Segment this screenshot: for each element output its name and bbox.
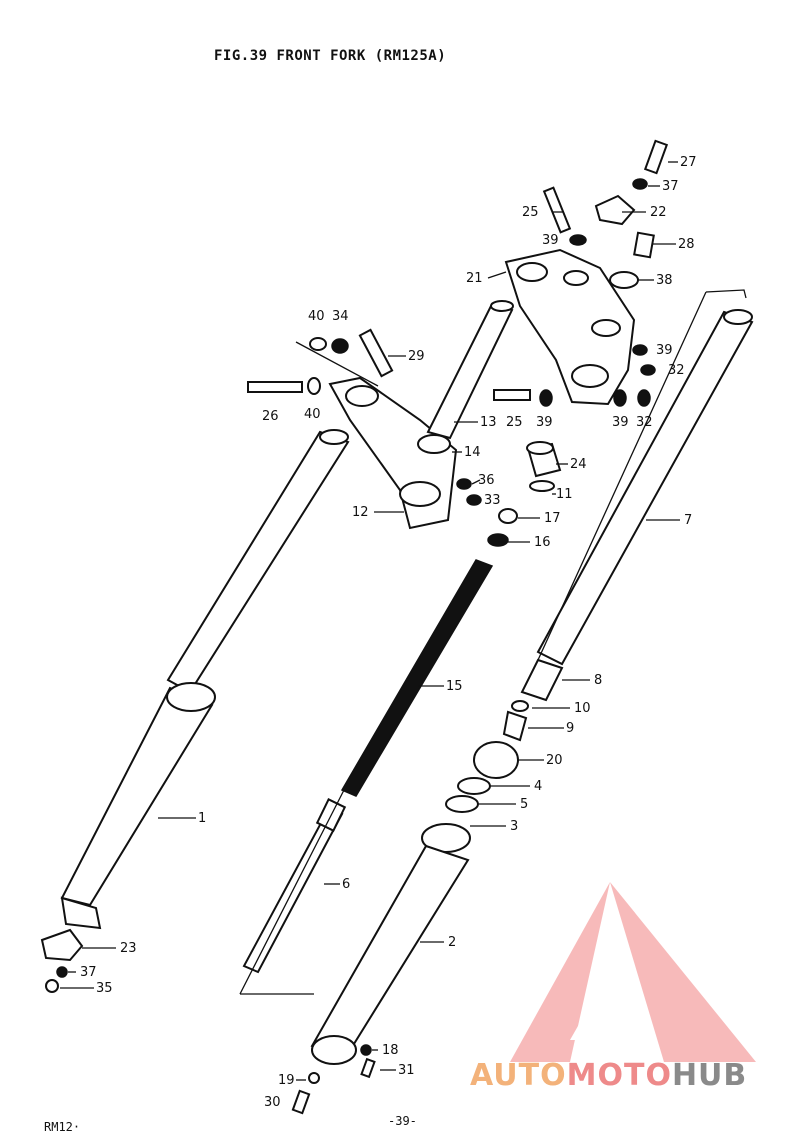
- callout-39-top: 39: [542, 233, 559, 248]
- callout-14: 14: [464, 445, 481, 460]
- page-number: -39-: [388, 1114, 417, 1128]
- spring-spacers: [487, 508, 518, 547]
- callout-33: 33: [484, 493, 501, 508]
- callout-24: 24: [570, 457, 587, 472]
- callout-5: 5: [520, 797, 528, 812]
- callout-15: 15: [446, 679, 463, 694]
- watermark-text: AUTOMOTOHUB: [470, 1058, 747, 1093]
- top-hardware: [493, 139, 669, 407]
- callout-39-lower: 39: [612, 415, 629, 430]
- upper-bracket: [504, 248, 636, 406]
- model-footer: RM12·: [44, 1120, 81, 1134]
- callout-39-right: 39: [656, 343, 673, 358]
- callouts: 1 2 3 4 5 6 7 8 9 10 11 12 13 14 15 16 1…: [80, 155, 697, 1110]
- cap-bolt: [526, 441, 562, 492]
- damper-rod: [242, 798, 347, 974]
- callout-1: 1: [198, 811, 206, 826]
- callout-36: 36: [478, 473, 495, 488]
- callout-25-mid: 25: [506, 415, 523, 430]
- axle-parts: [291, 1044, 376, 1115]
- watermark-auto: AUTO: [470, 1058, 567, 1093]
- callout-10: 10: [574, 701, 591, 716]
- callout-4: 4: [534, 779, 542, 794]
- left-top-hardware: [247, 328, 482, 506]
- right-fork-tube: [536, 289, 754, 666]
- steering-stem: [426, 300, 514, 440]
- callout-40-bottom: 40: [304, 407, 321, 422]
- left-fork-tube: [60, 429, 350, 930]
- callout-38: 38: [656, 273, 673, 288]
- callout-19: 19: [278, 1073, 295, 1088]
- callout-8: 8: [594, 673, 602, 688]
- callout-28: 28: [678, 237, 695, 252]
- watermark-hub: HUB: [671, 1058, 748, 1093]
- callout-32-lower: 32: [636, 415, 653, 430]
- callout-16: 16: [534, 535, 551, 550]
- callout-11: 11: [556, 487, 573, 502]
- watermark-logo: [510, 882, 756, 1062]
- callout-7: 7: [684, 513, 692, 528]
- lower-bracket: [328, 376, 458, 530]
- callout-18: 18: [382, 1043, 399, 1058]
- callout-31: 31: [398, 1063, 415, 1078]
- callout-27: 27: [680, 155, 697, 170]
- callout-6: 6: [342, 877, 350, 892]
- callout-26: 26: [262, 409, 279, 424]
- callout-32-right: 32: [668, 363, 685, 378]
- figure-title: FIG.39 FRONT FORK (RM125A): [214, 48, 447, 64]
- watermark-moto: MOTO: [566, 1058, 672, 1093]
- callout-30: 30: [264, 1095, 281, 1110]
- left-axle-holder: [40, 928, 84, 993]
- callout-37-bottom: 37: [80, 965, 97, 980]
- callout-23: 23: [120, 941, 137, 956]
- callout-17: 17: [544, 511, 561, 526]
- callout-13: 13: [480, 415, 497, 430]
- callout-35: 35: [96, 981, 113, 996]
- callout-37-top: 37: [662, 179, 679, 194]
- callout-2: 2: [448, 935, 456, 950]
- right-seal-stack: [421, 658, 564, 853]
- callout-21: 21: [466, 271, 483, 286]
- callout-29: 29: [408, 349, 425, 364]
- callout-22: 22: [650, 205, 667, 220]
- callout-9: 9: [566, 721, 574, 736]
- callout-12: 12: [352, 505, 369, 520]
- callout-40-top: 40: [308, 309, 325, 324]
- fork-spring: [340, 559, 494, 797]
- callout-3: 3: [510, 819, 518, 834]
- callout-20: 20: [546, 753, 563, 768]
- callout-39-mid: 39: [536, 415, 553, 430]
- callout-34: 34: [332, 309, 349, 324]
- leader-lines: [60, 161, 680, 1081]
- right-lower-tube: [310, 844, 470, 1065]
- callout-25-top: 25: [522, 205, 539, 220]
